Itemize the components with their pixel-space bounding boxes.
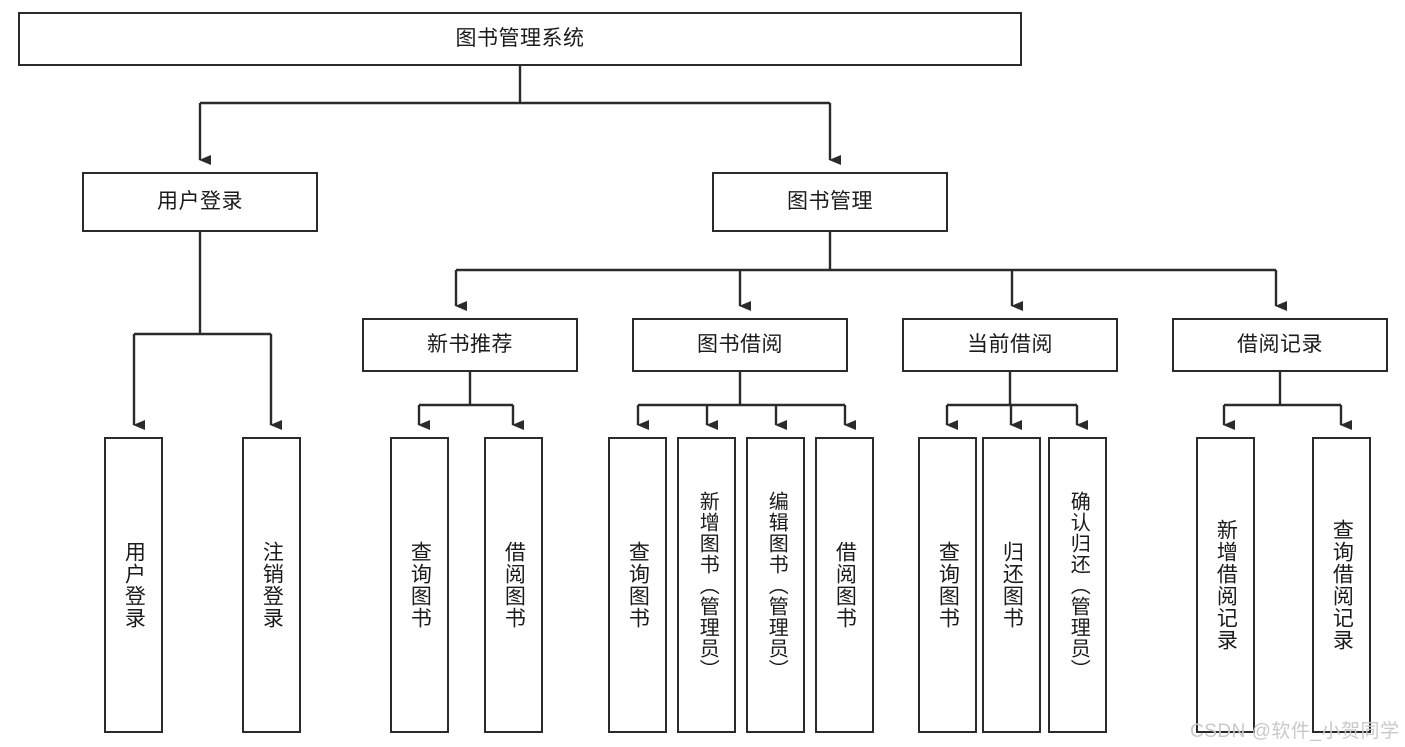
node-label: 查询图书 xyxy=(626,541,650,629)
node-label: 注销登录 xyxy=(260,541,284,629)
node-label: 图书管理 xyxy=(787,189,873,213)
node-label: 借阅图书 xyxy=(502,541,526,629)
leaf-record-query[interactable]: 查询借阅记录 xyxy=(1312,437,1371,733)
node-label: 用户登录 xyxy=(122,541,146,629)
node-label: 确认归还（管理员） xyxy=(1067,490,1090,680)
leaf-borrow-edit-book[interactable]: 编辑图书（管理员） xyxy=(746,437,805,733)
node-label: 新增借阅记录 xyxy=(1214,519,1238,651)
leaf-borrow-borrow-book[interactable]: 借阅图书 xyxy=(815,437,874,733)
node-label: 图书管理系统 xyxy=(455,26,585,50)
leaf-borrow-query-book[interactable]: 查询图书 xyxy=(608,437,667,733)
leaf-borrow-add-book[interactable]: 新增图书（管理员） xyxy=(677,437,736,733)
node-borrow-record[interactable]: 借阅记录 xyxy=(1172,318,1388,372)
node-label: 当前借阅 xyxy=(967,332,1053,356)
node-label: 归还图书 xyxy=(1000,541,1024,629)
node-label: 编辑图书（管理员） xyxy=(765,490,788,680)
node-label: 借阅记录 xyxy=(1237,332,1323,356)
node-user-login[interactable]: 用户登录 xyxy=(82,172,318,232)
node-book-borrow[interactable]: 图书借阅 xyxy=(632,318,848,372)
leaf-user-login-logout[interactable]: 注销登录 xyxy=(242,437,301,733)
node-label: 用户登录 xyxy=(157,189,243,213)
leaf-current-query-book[interactable]: 查询图书 xyxy=(918,437,977,733)
leaf-current-return-book[interactable]: 归还图书 xyxy=(982,437,1041,733)
csdn-watermark: CSDN @软件_小贺同学 xyxy=(1190,721,1400,742)
node-root-system[interactable]: 图书管理系统 xyxy=(18,12,1022,66)
node-label: 查询图书 xyxy=(936,541,960,629)
leaf-current-confirm-return[interactable]: 确认归还（管理员） xyxy=(1048,437,1107,733)
node-new-book-recommend[interactable]: 新书推荐 xyxy=(362,318,578,372)
node-label: 图书借阅 xyxy=(697,332,783,356)
node-label: 查询图书 xyxy=(408,541,432,629)
node-label: 查询借阅记录 xyxy=(1330,519,1354,651)
leaf-record-add[interactable]: 新增借阅记录 xyxy=(1196,437,1255,733)
node-book-management[interactable]: 图书管理 xyxy=(712,172,948,232)
node-label: 新增图书（管理员） xyxy=(696,490,719,680)
node-label: 借阅图书 xyxy=(833,541,857,629)
leaf-user-login-login[interactable]: 用户登录 xyxy=(104,437,163,733)
leaf-new-book-query[interactable]: 查询图书 xyxy=(390,437,449,733)
node-label: 新书推荐 xyxy=(427,332,513,356)
leaf-new-book-borrow[interactable]: 借阅图书 xyxy=(484,437,543,733)
node-current-borrow[interactable]: 当前借阅 xyxy=(902,318,1118,372)
